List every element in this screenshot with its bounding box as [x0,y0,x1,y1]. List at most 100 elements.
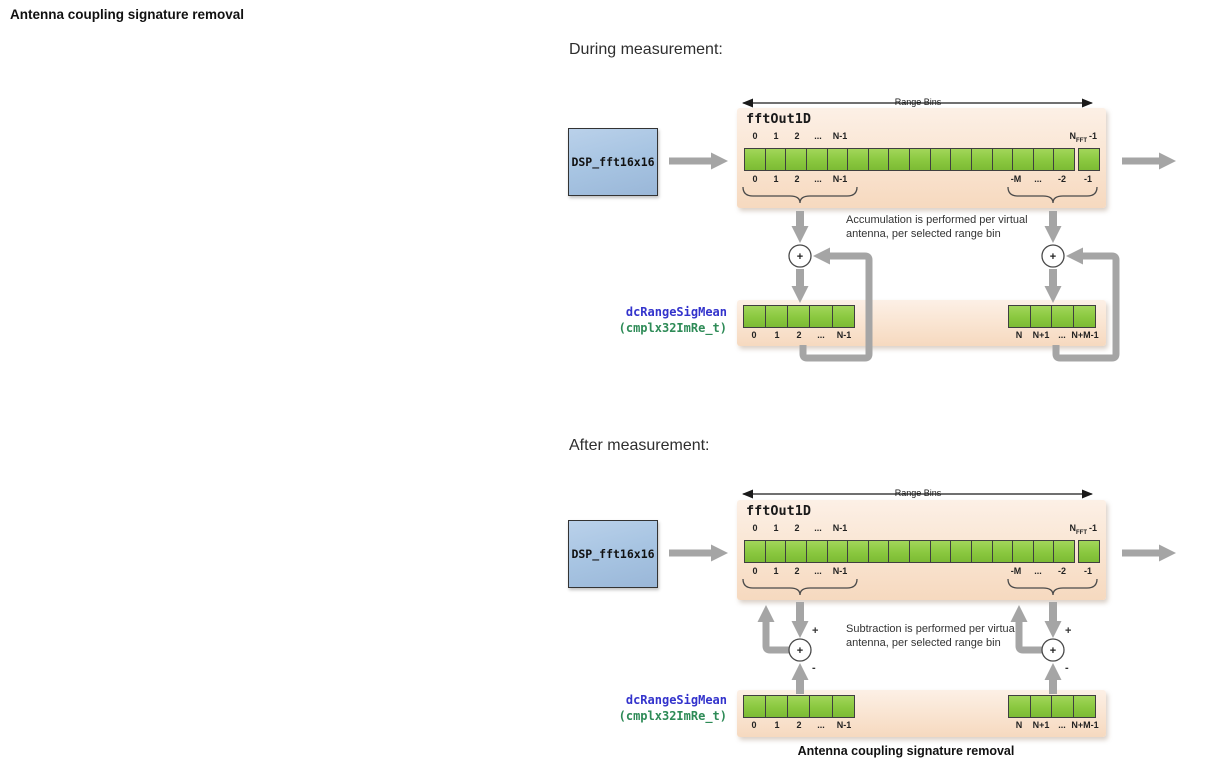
range-bin-cell [929,148,952,171]
bin-index: N-1 [832,131,848,141]
range-bin-cell [805,540,828,563]
bin-index: ... [1058,330,1066,340]
dc-range-sig-mean-labels: dcRangeSigMean (cmplx32ImRe_t) [600,692,727,724]
bin-index: ... [814,566,822,576]
bin-index: 0 [752,566,758,576]
plus-sign-label: + [1065,625,1072,637]
bin-index: 2 [794,131,800,141]
range-bin-cell [888,540,911,563]
mean-cell [1008,305,1032,328]
bin-index: N [1015,330,1023,340]
range-bin-cell [764,148,787,171]
mean-cell [831,305,856,328]
subtractor-plus-glyph: + [797,645,803,657]
nfft-tail: -1 [1088,131,1097,141]
range-bin-cell-last [1078,540,1100,563]
fftout1d-label: fftOut1D [746,503,812,519]
range-bins-label: Range Bins [889,488,947,499]
figure-caption: Antenna coupling signature removal [797,744,1015,758]
bin-index: N [1015,720,1023,730]
bin-index: 1 [774,720,780,730]
bin-index: ... [1034,566,1042,576]
range-bin-cell [909,148,932,171]
range-bin-array [744,148,1100,171]
bin-index: ... [1058,720,1066,730]
bin-index: N+M-1 [1071,330,1099,340]
mean-cell [743,305,767,328]
bin-index: -2 [1057,174,1067,184]
bin-index: ... [817,720,825,730]
mean-array-left [743,695,856,718]
range-bin-cell [991,540,1014,563]
during-measurement-heading: During measurement: [569,41,723,58]
range-bin-array [744,540,1100,563]
bin-index: ... [814,523,822,533]
nfft-n: N [1069,131,1076,141]
adder-plus-glyph: + [1050,251,1056,263]
bin-index: 1 [773,131,779,141]
mean-cell [1051,695,1075,718]
mean-cell [1029,695,1053,718]
bin-index: 0 [751,330,757,340]
mean-cell [787,305,811,328]
bin-index: -1 [1083,566,1093,576]
range-bin-cell [991,148,1014,171]
bin-index: 0 [752,523,758,533]
bin-index: 1 [774,330,780,340]
bin-index: -M [1010,566,1022,576]
range-bin-cell [826,540,849,563]
range-bin-cell [826,148,849,171]
mean-cell [1051,305,1075,328]
bin-index: 2 [796,330,802,340]
range-bin-cell [805,148,828,171]
bin-index: 2 [796,720,802,730]
note-line2: antenna, per selected range bin [846,228,1001,240]
range-bin-cell [929,540,952,563]
dc-mean-name: dcRangeSigMean [625,305,727,319]
dc-range-sig-mean-labels: dcRangeSigMean (cmplx32ImRe_t) [600,304,727,336]
subtractor-node [788,638,812,662]
mean-cell [1029,305,1053,328]
note-line2: antenna, per selected range bin [846,637,1001,649]
range-bin-cell [909,540,932,563]
bin-index: 2 [794,566,800,576]
nfft-minus-1-label: NFFT-1 [1069,523,1097,539]
dc-mean-name: dcRangeSigMean [625,693,727,707]
bin-index: 2 [794,174,800,184]
range-bin-cell [764,540,787,563]
mean-cell [787,695,811,718]
bin-index: N-1 [832,523,848,533]
range-bin-cell [847,540,870,563]
minus-sign-label: - [812,662,816,674]
note-line1: Accumulation is performed per virtual [846,214,1028,226]
bin-index: 0 [751,720,757,730]
subtractor-to-bins-arrow [757,605,789,654]
dc-mean-type: (cmplx32ImRe_t) [618,321,727,335]
mean-cell [1072,305,1097,328]
bin-index: N+1 [1032,720,1050,730]
range-bin-cell [888,148,911,171]
range-bin-cell [1053,540,1076,563]
mean-cell [765,305,789,328]
bin-index: N-1 [832,566,848,576]
subtraction-note: Subtraction is performed per virtual ant… [846,622,1066,650]
bin-index: N-1 [836,330,852,340]
bin-index: -2 [1057,566,1067,576]
dc-mean-type: (cmplx32ImRe_t) [618,709,727,723]
range-bin-cell [970,148,993,171]
mean-array-right [1008,695,1097,718]
minus-sign-label: - [1065,662,1069,674]
after-measurement-heading: After measurement: [569,437,710,454]
range-bin-cell [744,148,767,171]
mean-array-right [1008,305,1097,328]
range-bin-cell-last [1078,148,1100,171]
mean-cell [809,695,833,718]
mean-array-left [743,305,856,328]
range-bin-cell [1032,148,1055,171]
mean-cell [1008,695,1032,718]
bin-index: N+M-1 [1071,720,1099,730]
bin-index: -1 [1083,174,1093,184]
bin-index: 1 [773,174,779,184]
range-bin-cell [867,540,890,563]
bin-index: -M [1010,174,1022,184]
